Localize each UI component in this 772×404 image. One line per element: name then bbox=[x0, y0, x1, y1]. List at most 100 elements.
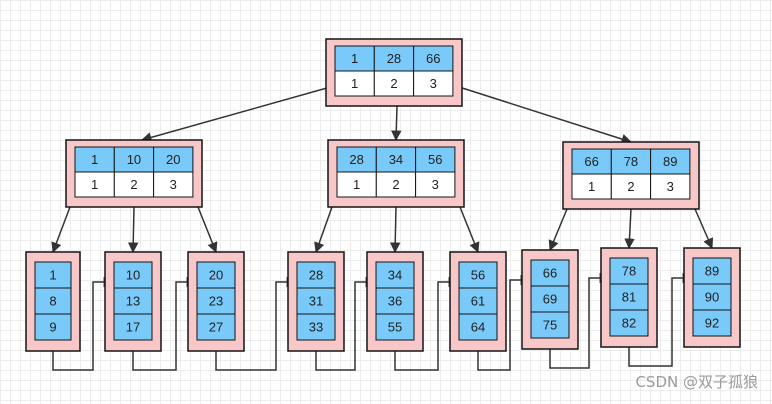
leaf-node-3-key: 23 bbox=[209, 294, 223, 309]
internal-node-1-key-cell bbox=[153, 146, 194, 173]
leaf-node-8: 78 81 82 bbox=[600, 247, 658, 348]
leaf-node-7-key-cell bbox=[530, 285, 570, 313]
leaf-node-6-key-cell bbox=[458, 261, 498, 289]
leaf-link-4 bbox=[315, 276, 377, 371]
leaf-node-6-key: 56 bbox=[471, 268, 485, 283]
leaf-node-3-key-cell bbox=[196, 313, 236, 341]
leaf-node-8-key-cell bbox=[609, 257, 649, 285]
leaf-node-8-key-cell bbox=[609, 283, 649, 311]
internal-node-1-key: 10 bbox=[127, 152, 141, 167]
internal-node-3-key: 66 bbox=[584, 154, 598, 169]
leaf-node-2-key-cell bbox=[113, 261, 153, 289]
leaf-node-9-key-cell bbox=[692, 309, 732, 337]
leaf-link-3 bbox=[215, 276, 298, 371]
internal-node-1-key: 1 bbox=[91, 152, 98, 167]
root-node-key: 66 bbox=[426, 51, 440, 66]
leaf-node-2-key-cell bbox=[113, 287, 153, 315]
internal-node-1-pointer-cell bbox=[113, 171, 155, 198]
watermark: CSDN @双子孤狼 bbox=[635, 373, 758, 391]
internal-edge-8 bbox=[624, 208, 635, 250]
leaf-link-5 bbox=[394, 276, 460, 371]
internal-node-1: 1 10 20 1 2 3 bbox=[65, 139, 203, 208]
internal-node-3: 66 78 89 1 2 3 bbox=[562, 141, 700, 210]
internal-node-2-pointer: 1 bbox=[353, 177, 360, 192]
internal-node-1-key: 20 bbox=[166, 152, 180, 167]
leaf-node-8-key: 81 bbox=[622, 290, 636, 305]
leaf-node-7-key: 75 bbox=[543, 318, 557, 333]
internal-node-2-key: 28 bbox=[349, 152, 363, 167]
leaf-node-1-key: 8 bbox=[49, 294, 56, 309]
leaf-node-1-key: 9 bbox=[49, 320, 56, 335]
leaf-links bbox=[52, 272, 694, 371]
root-edge-3 bbox=[455, 85, 633, 145]
leaf-node-4-key: 28 bbox=[309, 268, 323, 283]
internal-node-3-key-cell bbox=[650, 148, 691, 175]
root-edge-1 bbox=[140, 85, 335, 143]
internal-edge-9 bbox=[694, 208, 714, 249]
leaf-node-7-key: 66 bbox=[543, 266, 557, 281]
tree-edges bbox=[51, 85, 714, 254]
leaf-node-9-key-cell bbox=[692, 257, 732, 285]
leaf-node-5-key: 36 bbox=[388, 294, 402, 309]
internal-edge-1 bbox=[51, 206, 71, 253]
internal-node-3-pointer-cell bbox=[571, 173, 612, 200]
leaf-node-2-key-cell bbox=[113, 313, 153, 341]
internal-node-2-pointer: 2 bbox=[392, 177, 399, 192]
root-node-key-cell bbox=[373, 45, 415, 72]
internal-edge-2 bbox=[127, 206, 139, 254]
leaf-node-1: 1 8 9 bbox=[25, 251, 81, 352]
leaf-node-3-key: 27 bbox=[209, 320, 223, 335]
internal-edge-4 bbox=[314, 206, 333, 253]
internal-node-3-pointer: 2 bbox=[627, 179, 634, 194]
leaf-node-9-key: 92 bbox=[705, 316, 719, 331]
root-node-key: 28 bbox=[387, 51, 401, 66]
internal-node-3-pointer: 1 bbox=[588, 179, 595, 194]
leaf-node-4-key-cell bbox=[296, 287, 336, 315]
leaf-node-5-key: 55 bbox=[388, 320, 402, 335]
internal-node-3-pointer: 3 bbox=[667, 179, 674, 194]
leaf-node-9-key-cell bbox=[692, 283, 732, 311]
leaf-node-8-key: 78 bbox=[622, 264, 636, 279]
leaf-node-2-key: 17 bbox=[126, 320, 140, 335]
internal-edge-5 bbox=[389, 206, 401, 254]
internal-node-3-pointer-cell bbox=[610, 173, 652, 200]
leaf-node-4-key: 31 bbox=[309, 294, 323, 309]
leaf-node-9-key: 89 bbox=[705, 264, 719, 279]
internal-node-3-key: 89 bbox=[663, 154, 677, 169]
root-edge-2 bbox=[391, 105, 402, 142]
root-node-pointer: 2 bbox=[390, 76, 397, 91]
leaf-node-6-key: 61 bbox=[471, 294, 485, 309]
root-node-pointer: 3 bbox=[430, 76, 437, 91]
internal-node-1-pointer: 1 bbox=[91, 177, 98, 192]
leaf-link-6 bbox=[477, 274, 532, 371]
internal-node-1-pointer: 3 bbox=[170, 177, 177, 192]
internal-node-2-pointer: 3 bbox=[432, 177, 439, 192]
leaf-node-5-key: 34 bbox=[388, 268, 402, 283]
leaf-node-5-key-cell bbox=[375, 261, 415, 289]
internal-node-2-key: 56 bbox=[428, 152, 442, 167]
leaf-node-8-key: 82 bbox=[622, 316, 636, 331]
root-node-key: 1 bbox=[351, 51, 358, 66]
leaf-node-5-key-cell bbox=[375, 313, 415, 341]
internal-node-2-pointer-cell bbox=[336, 171, 377, 198]
leaf-node-7: 66 69 75 bbox=[521, 249, 579, 350]
leaf-node-1-key: 1 bbox=[49, 268, 56, 283]
leaf-node-6-key-cell bbox=[458, 313, 498, 341]
leaf-node-1-key-cell bbox=[34, 261, 72, 289]
internal-node-1-pointer-cell bbox=[153, 171, 194, 198]
leaf-node-7-key: 69 bbox=[543, 292, 557, 307]
internal-node-1-pointer: 2 bbox=[130, 177, 137, 192]
internal-node-2: 28 34 56 1 2 3 bbox=[327, 139, 465, 208]
internal-node-2-key: 34 bbox=[389, 152, 403, 167]
root-node-pointer: 1 bbox=[351, 76, 358, 91]
leaf-node-8-key-cell bbox=[609, 309, 649, 337]
leaf-node-9-key: 90 bbox=[705, 290, 719, 305]
leaf-link-8 bbox=[628, 272, 694, 367]
internal-node-3-key: 78 bbox=[624, 154, 638, 169]
leaf-node-5: 34 36 55 bbox=[366, 251, 424, 352]
internal-edge-6 bbox=[459, 206, 480, 253]
